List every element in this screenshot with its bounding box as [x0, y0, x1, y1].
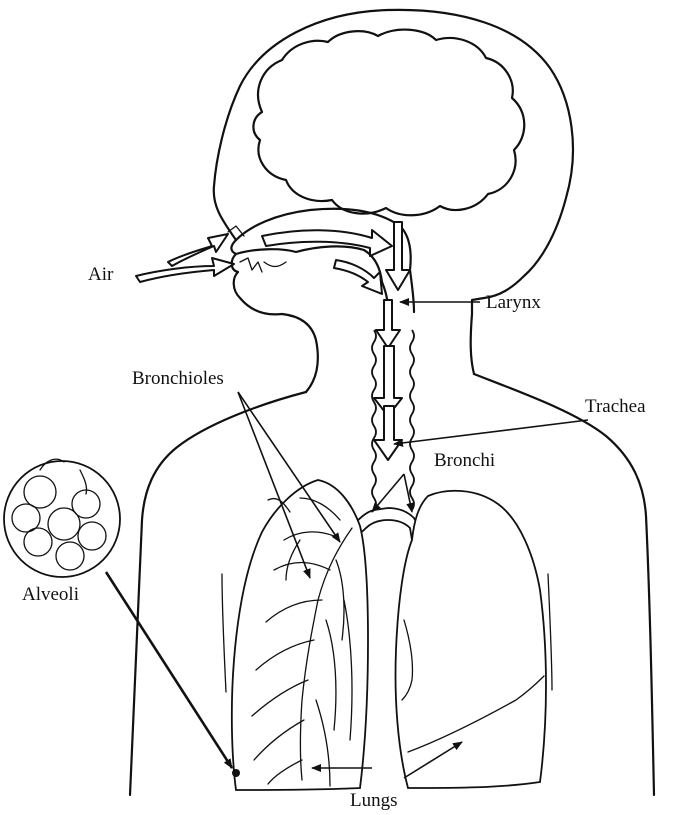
alveoli-inset — [4, 459, 240, 777]
face-front — [231, 240, 282, 314]
air-flow-arrows — [136, 222, 410, 460]
right-lung-outline — [396, 491, 547, 788]
left-lung — [232, 480, 368, 790]
air-arrow-pharynx — [386, 222, 410, 290]
left-inner-arm — [222, 574, 226, 692]
pharynx-back — [410, 270, 414, 312]
airway-upper — [228, 209, 414, 312]
label-bronchioles: Bronchioles — [132, 368, 224, 389]
alveoli-pointer — [106, 572, 232, 768]
label-bronchi: Bronchi — [434, 450, 495, 471]
label-air: Air — [88, 264, 114, 285]
teeth — [240, 258, 286, 272]
air-arrow-lower — [136, 258, 234, 282]
label-trachea: Trachea — [585, 396, 646, 417]
air-arrow-nasal — [262, 230, 392, 256]
alveoli-circle — [4, 461, 120, 577]
air-arrow-trachea-2 — [374, 406, 402, 460]
label-larynx: Larynx — [486, 292, 541, 313]
alveoli-location-dot — [232, 769, 240, 777]
brain — [253, 30, 524, 216]
label-alveoli: Alveoli — [22, 584, 79, 605]
trachea-right-wall — [410, 330, 414, 510]
neck-front — [282, 314, 318, 392]
air-arrow-larynx — [376, 300, 400, 348]
label-lungs: Lungs — [350, 790, 398, 811]
right-inner-arm — [548, 574, 552, 690]
trachea-pointer — [394, 420, 588, 444]
neck-back — [471, 314, 474, 374]
right-lung — [396, 491, 547, 788]
air-arrow-oral — [334, 260, 382, 294]
trachea-left-wall — [372, 330, 376, 510]
